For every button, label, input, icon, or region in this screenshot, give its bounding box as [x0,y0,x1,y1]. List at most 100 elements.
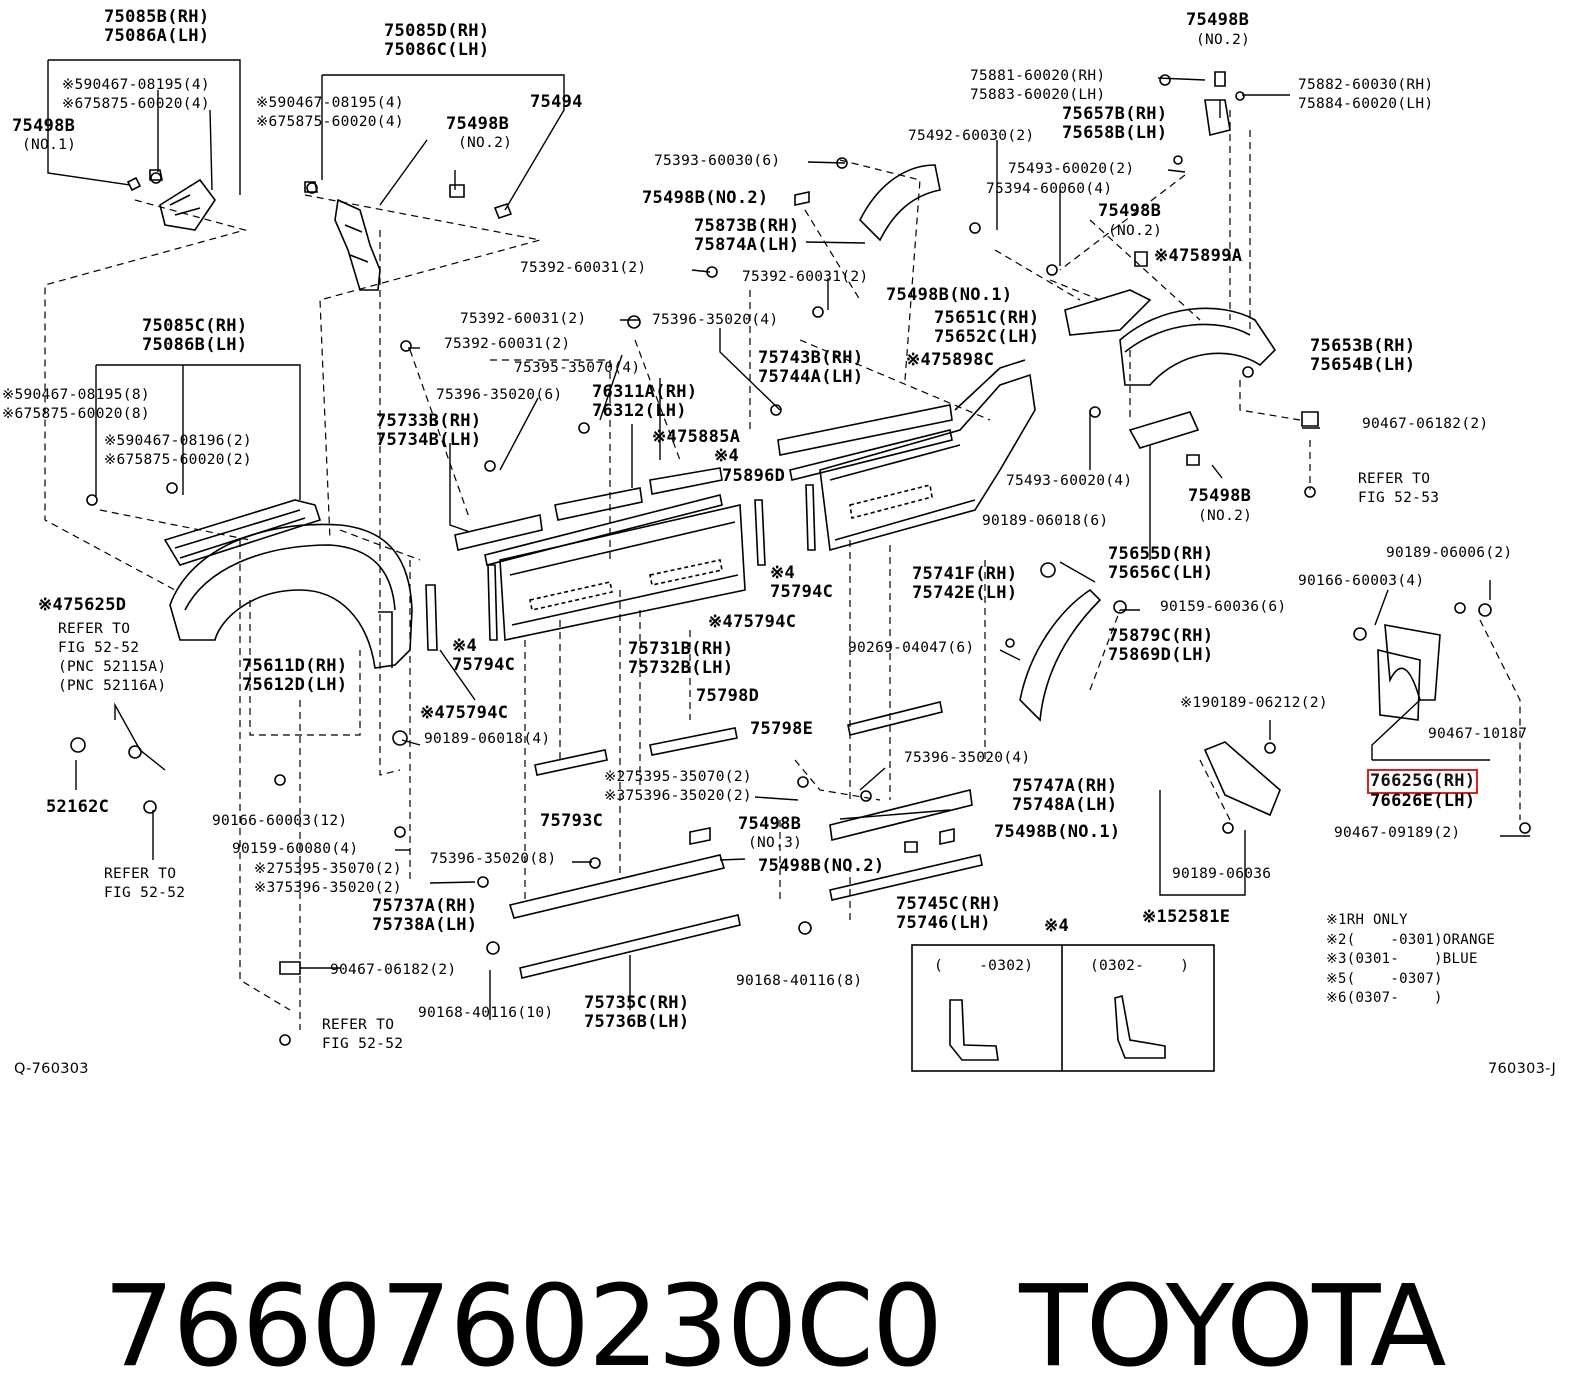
label-475885a[interactable]: ※475885A [652,427,741,447]
label-75798d[interactable]: 75798D [696,686,760,706]
label-75085b[interactable]: 75085B(RH) 75086A(LH) [104,7,210,46]
label-75396-c[interactable]: 75396-35020(4) [904,750,1031,766]
label-475625d[interactable]: ※475625D [38,595,127,615]
label-mark4-75794c-a[interactable]: ※4 75794C [770,563,834,602]
label-no2-c: (NO.2) [1108,223,1163,239]
label-52162c[interactable]: 52162C [46,797,110,817]
label-75798e[interactable]: 75798E [750,719,814,739]
label-90269-04047[interactable]: 90269-04047(6) [848,640,975,656]
part-number: 7660760230C0 [103,1262,943,1392]
label-75396-d[interactable]: 75396-35020(8) [430,851,557,867]
label-75882[interactable]: 75882-60030(RH) 75884-60020(LH) [1298,77,1434,112]
label-275395-a[interactable]: ※275395-35070(2) ※375396-35020(2) [604,769,752,804]
label-90159-60080[interactable]: 90159-60080(4) [232,841,359,857]
label-90189-06018-a[interactable]: 90189-06018(6) [982,513,1109,529]
diagram-code-right: 760303-J [1488,1061,1557,1077]
label-75653b[interactable]: 75653B(RH) 75654B(LH) [1310,336,1416,375]
label-90467-10187[interactable]: 90467-10187 [1428,726,1528,742]
label-76625g-highlighted[interactable]: 76625G(RH) [1366,769,1479,794]
label-75498b-no1-b[interactable]: 75498B(NO.1) [886,285,1013,305]
label-475794c-b[interactable]: ※475794C [420,703,509,723]
label-90189-06036[interactable]: 90189-06036 [1172,866,1272,882]
label-refer-52-52-b[interactable]: REFER TO FIG 52-52 [104,866,186,901]
label-75396-a[interactable]: 75396-35020(4) [652,312,779,328]
label-90166-60003-b[interactable]: 90166-60003(12) [212,813,348,829]
label-75879c[interactable]: 75879C(RH) 75869D(LH) [1108,626,1214,665]
label-75493-top[interactable]: 75493-60020(2) [1008,161,1135,177]
label-75498b-no2-e[interactable]: 75498B(NO.2) [758,856,885,876]
label-refer-52-53[interactable]: REFER TO FIG 52-53 [1358,471,1440,506]
label-275395-b[interactable]: ※275395-35070(2) ※375396-35020(2) [254,861,402,896]
label-75737a[interactable]: 75737A(RH) 75738A(LH) [372,896,478,935]
brand-name: TOYOTA [1019,1262,1446,1392]
label-90168-40116-a[interactable]: 90168-40116(8) [736,973,863,989]
label-190189-06212[interactable]: ※190189-06212(2) [1180,695,1328,711]
label-75393[interactable]: 75393-60030(6) [654,153,781,169]
label-75498b-no2-c[interactable]: 75498B [1098,201,1162,221]
inset-label-before-0302: ( -0302) [934,958,1034,974]
label-mark4-a: ※4 [714,446,740,466]
label-75498b-no1-a[interactable]: 75498B [12,116,76,136]
label-75793c[interactable]: 75793C [540,811,604,831]
label-90467-06182-a[interactable]: 90467-06182(2) [1362,416,1489,432]
label-90166-60003-a[interactable]: 90166-60003(4) [1298,573,1425,589]
label-90467-06182-b[interactable]: 90467-06182(2) [330,962,457,978]
label-75747a[interactable]: 75747A(RH) 75748A(LH) [1012,776,1118,815]
label-90467-09189[interactable]: 90467-09189(2) [1334,825,1461,841]
label-75733b[interactable]: 75733B(RH) 75734B(LH) [376,411,482,450]
label-75498b-no2-a[interactable]: 75498B [446,114,510,134]
label-75881[interactable]: 75881-60020(RH) 75883-60020(LH) [970,68,1106,103]
label-475898c[interactable]: ※475898C [906,350,995,370]
label-75741f[interactable]: 75741F(RH) 75742E(LH) [912,564,1018,603]
label-75392-b[interactable]: 75392-60031(2) [742,269,869,285]
label-75655d[interactable]: 75655D(RH) 75656C(LH) [1108,544,1214,583]
label-no3: (NO.3) [748,835,803,851]
label-76311a[interactable]: 76311A(RH) 76312(LH) [592,382,698,421]
label-75657b[interactable]: 75657B(RH) 75658B(LH) [1062,104,1168,143]
label-152581e[interactable]: ※152581E [1142,907,1231,927]
label-475899a[interactable]: ※475899A [1154,246,1243,266]
label-75498b-no1-c[interactable]: 75498B(NO.1) [994,822,1121,842]
label-75498b-top[interactable]: 75498B [1186,10,1250,30]
label-75651c[interactable]: 75651C(RH) 75652C(LH) [934,308,1040,347]
label-75745c[interactable]: 75745C(RH) 75746(LH) [896,894,1002,933]
label-590467-08195-c[interactable]: ※590467-08195(8) ※675875-60020(8) [2,387,150,422]
label-90189-06006[interactable]: 90189-06006(2) [1386,545,1513,561]
label-75611d[interactable]: 75611D(RH) 75612D(LH) [242,656,348,695]
label-75392-c[interactable]: 75392-60031(2) [460,311,587,327]
label-75498b-no2-b[interactable]: 75498B(NO.2) [642,188,769,208]
label-75392-d[interactable]: 75392-60031(2) [444,336,571,352]
label-mark4-75794c-b[interactable]: ※4 75794C [452,636,516,675]
label-75896d[interactable]: 75896D [722,466,786,486]
label-75494[interactable]: 75494 [530,92,583,112]
parts-diagram [44,59,1531,1072]
label-75498b-no2-d[interactable]: 75498B [1188,486,1252,506]
label-75743b[interactable]: 75743B(RH) 75744A(LH) [758,348,864,387]
label-90168-40116-b[interactable]: 90168-40116(10) [418,1005,554,1021]
label-refer-52-52-a[interactable]: REFER TO FIG 52-52 (PNC 52115A) (PNC 521… [58,621,167,694]
label-75085d[interactable]: 75085D(RH) 75086C(LH) [384,21,490,60]
label-75873b[interactable]: 75873B(RH) 75874A(LH) [694,216,800,255]
label-75085c[interactable]: 75085C(RH) 75086B(LH) [142,316,248,355]
label-90159-60036[interactable]: 90159-60036(6) [1160,599,1287,615]
label-75735c[interactable]: 75735C(RH) 75736B(LH) [584,993,690,1032]
label-75731b[interactable]: 75731B(RH) 75732B(LH) [628,639,734,678]
label-590467-08196[interactable]: ※590467-08196(2) ※675875-60020(2) [104,433,252,468]
part-silhouettes [70,71,1531,1046]
label-75492[interactable]: 75492-60030(2) [908,128,1035,144]
label-75394[interactable]: 75394-60060(4) [986,181,1113,197]
label-75392-a[interactable]: 75392-60031(2) [520,260,647,276]
label-75498b-no3[interactable]: 75498B [738,814,802,834]
label-refer-52-52-c[interactable]: REFER TO FIG 52-52 [322,1017,404,1052]
label-590467-08195[interactable]: ※590467-08195(4) ※675875-60020(4) [62,77,210,112]
label-90189-06018-b[interactable]: 90189-06018(4) [424,731,551,747]
label-no2-d: (NO.2) [1198,508,1253,524]
label-75395-a[interactable]: 75395-35070(4) [514,360,641,376]
label-475794c-a[interactable]: ※475794C [708,612,797,632]
label-75493-b[interactable]: 75493-60020(4) [1006,473,1133,489]
label-76626e[interactable]: 76626E(LH) [1370,791,1476,811]
label-590467-08195-b[interactable]: ※590467-08195(4) ※675875-60020(4) [256,95,404,130]
label-no2-top: (NO.2) [1196,32,1251,48]
leader-lines [47,59,1530,1020]
label-75396-b[interactable]: 75396-35020(6) [436,387,563,403]
